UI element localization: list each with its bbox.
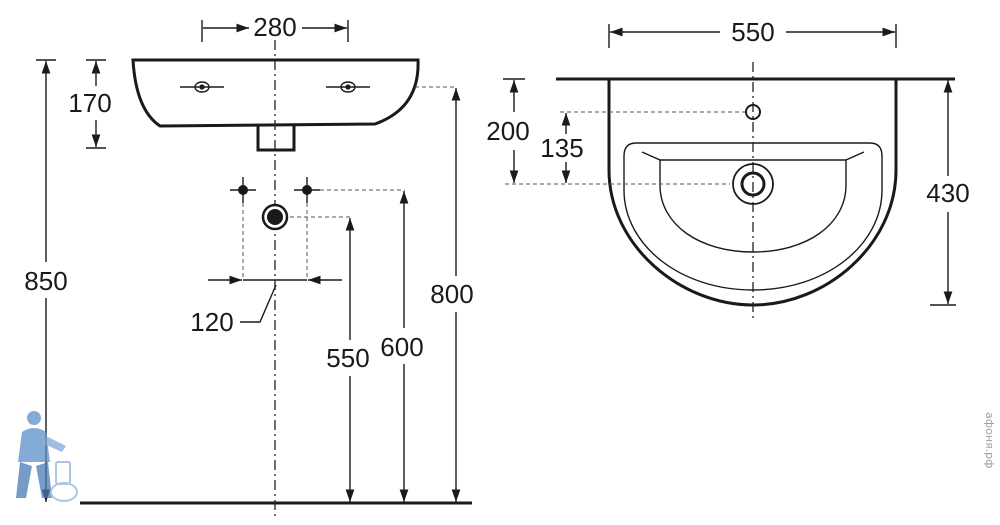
supply-pipe-right [294,177,320,203]
dim-label-200: 200 [486,116,529,146]
supply-pipe-left [230,177,256,203]
dim-label-800: 800 [430,279,473,309]
dim-280: 280 [201,12,349,42]
dim-600: 600 [380,191,424,502]
dim-170: 170 [68,59,112,149]
dim-430: 430 [926,80,970,306]
waste-outlet [256,126,296,152]
dim-label-280: 280 [253,12,296,42]
dim-550-width: 550 [608,17,897,48]
plan-view: 550 200 135 430 [486,17,970,318]
dim-120: 120 [190,275,342,337]
dim-label-600: 600 [380,332,423,362]
tap-hole-left [180,81,224,93]
side-view: 280 170 850 120 550 [24,12,474,520]
dim-label-430: 430 [926,178,969,208]
dim-550-height: 550 [326,218,370,502]
dim-135: 135 [540,113,584,183]
basin-underside [171,123,377,127]
tap-hole-right [326,81,370,93]
watermark-text: афоня.рф [983,412,996,469]
dim-label-850: 850 [24,266,67,296]
dim-800: 800 [430,88,474,502]
plumber-mascot-icon [16,411,78,502]
dim-label-550-width: 550 [731,17,774,47]
dim-label-120: 120 [190,307,233,337]
dim-label-135: 135 [540,133,583,163]
dim-200: 200 [486,78,530,183]
dim-label-170: 170 [68,88,111,118]
drain-pipe [261,203,289,231]
dim-label-550-height: 550 [326,343,369,373]
